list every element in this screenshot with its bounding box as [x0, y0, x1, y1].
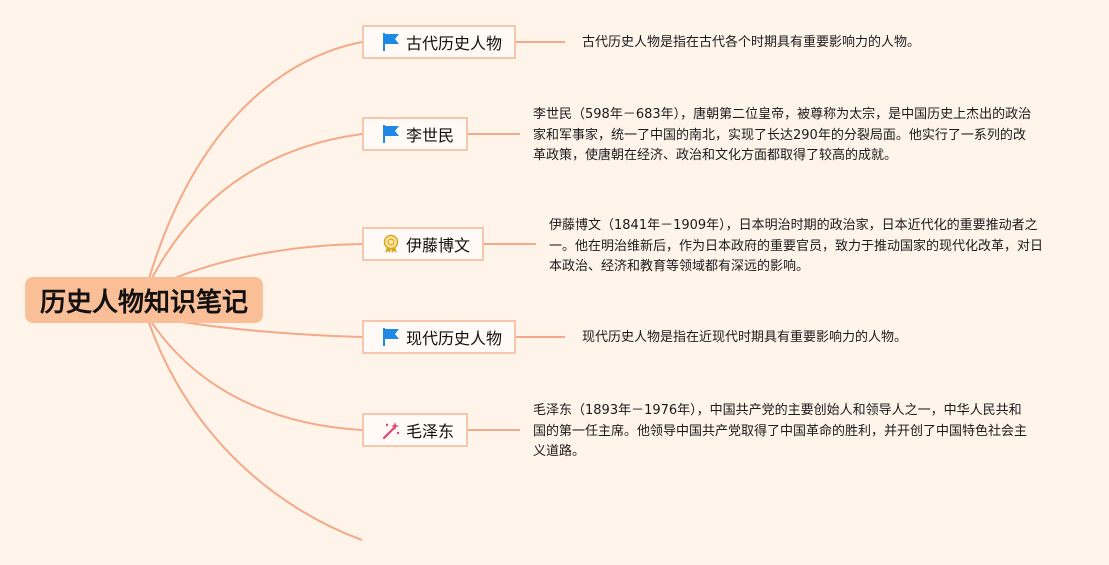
branch-line-4: [169, 319, 363, 338]
blue-flag-icon: [380, 31, 402, 53]
topic-ancient-figures[interactable]: 古代历史人物: [362, 25, 516, 59]
root-topic[interactable]: 历史人物知识笔记: [25, 277, 263, 323]
note-li-shimin: 李世民（598年－683年），唐朝第二位皇帝，被尊称为太宗，是中国历史上杰出的政…: [533, 107, 1032, 163]
topic-label: 李世民: [406, 126, 455, 145]
topic-modern-figures[interactable]: 现代历史人物: [362, 320, 516, 354]
note-modern-figures: 现代历史人物是指在近现代时期具有重要影响力的人物。: [582, 330, 908, 345]
award-ribbon-icon: [380, 233, 402, 255]
magic-wand-icon: [380, 419, 402, 441]
branch-line-6: [147, 319, 363, 541]
topic-li-shimin[interactable]: 李世民: [362, 117, 468, 151]
note-ito-hirobumi: 伊藤博文（1841年－1909年），日本明治时期的政治家，日本近代化的重要推动者…: [549, 218, 1044, 274]
topic-label: 现代历史人物: [406, 329, 503, 348]
topic-ito-hirobumi[interactable]: 伊藤博文: [362, 227, 484, 261]
topic-label: 伊藤博文: [406, 236, 471, 255]
branch-line-2: [149, 133, 363, 283]
topic-mao-zedong[interactable]: 毛泽东: [362, 413, 468, 447]
branch-line-5: [149, 319, 363, 431]
blue-flag-icon: [380, 326, 402, 348]
note-ancient-figures: 古代历史人物是指在古代各个时期具有重要影响力的人物。: [582, 35, 921, 50]
topic-label: 古代历史人物: [406, 34, 503, 53]
branch-line-1: [147, 41, 363, 283]
blue-flag-icon: [380, 123, 402, 145]
note-mao-zedong: 毛泽东（1893年－1976年），中国共产党的主要创始人和领导人之一，中华人民共…: [533, 403, 1028, 459]
branch-line-3: [169, 243, 363, 281]
topic-label: 毛泽东: [406, 422, 455, 441]
